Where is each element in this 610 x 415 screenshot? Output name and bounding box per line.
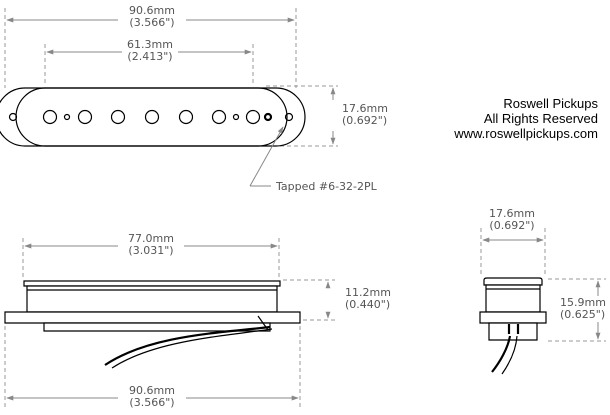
brand-url: www.roswellpickups.com <box>454 126 598 141</box>
pole-piece <box>144 109 160 125</box>
dim-end-height-in: (0.625") <box>560 308 605 321</box>
brand-block: Roswell Pickups All Rights Reserved www.… <box>378 96 598 141</box>
dim-overall-length-in: (3.566") <box>129 16 174 29</box>
dim-cover-length-in: (3.031") <box>128 244 173 257</box>
lead-wire <box>104 325 271 366</box>
top-view: 90.6mm (3.566") 61.3mm (2.413") 17.6mm (… <box>0 4 388 193</box>
dim-height-in: (0.440") <box>345 298 390 311</box>
mounting-hole <box>284 112 294 122</box>
end-lead-wire <box>491 335 512 373</box>
end-cover-top <box>483 277 543 286</box>
bobbin-bottom <box>43 322 271 332</box>
dim-height-mm: 11.2mm <box>345 286 391 299</box>
lead-wire <box>111 328 273 369</box>
dim-base-length-in: (3.566") <box>129 396 174 409</box>
pole-piece <box>178 109 194 125</box>
end-base-plate <box>479 311 547 324</box>
dim-overall-length-mm: 90.6mm <box>129 4 175 17</box>
dim-width-in: (0.692") <box>342 114 387 127</box>
pole-piece <box>42 109 58 125</box>
dim-base-length-mm: 90.6mm <box>129 384 175 397</box>
pole-piece <box>245 109 261 125</box>
tap-leader-line <box>249 126 284 187</box>
brand-name: Roswell Pickups <box>503 96 598 111</box>
side-view: 77.0mm (3.031") 11.2mm (0.440") 90.6mm (… <box>4 232 391 409</box>
pole-piece <box>211 109 227 125</box>
end-lead-slot <box>507 324 520 334</box>
tapped-hole <box>232 113 240 121</box>
pole-piece <box>77 109 93 125</box>
end-view: 17.6mm (0.692") 15.9mm (0.625") <box>479 207 606 375</box>
end-lead-wire <box>501 335 518 375</box>
end-bobbin <box>488 322 538 341</box>
tapped-hole <box>63 113 71 121</box>
base-plate <box>4 311 301 324</box>
dim-pole-span-in: (2.413") <box>127 50 172 63</box>
dim-pole-span-mm: 61.3mm <box>127 38 173 51</box>
brand-rights: All Rights Reserved <box>483 111 598 126</box>
pole-piece <box>110 109 126 125</box>
cover-top <box>23 280 281 287</box>
dim-end-width-mm: 17.6mm <box>489 207 535 220</box>
dim-cover-length-mm: 77.0mm <box>128 232 174 245</box>
dim-width-mm: 17.6mm <box>342 102 388 115</box>
tap-note: Tapped #6-32-2PL <box>275 180 378 193</box>
mounting-flange <box>0 87 306 147</box>
tapped-hole <box>263 112 273 122</box>
mounting-hole <box>8 112 18 122</box>
pickup-cover <box>15 87 288 147</box>
dim-end-height-mm: 15.9mm <box>560 296 606 309</box>
dim-end-width-in: (0.692") <box>489 219 534 232</box>
